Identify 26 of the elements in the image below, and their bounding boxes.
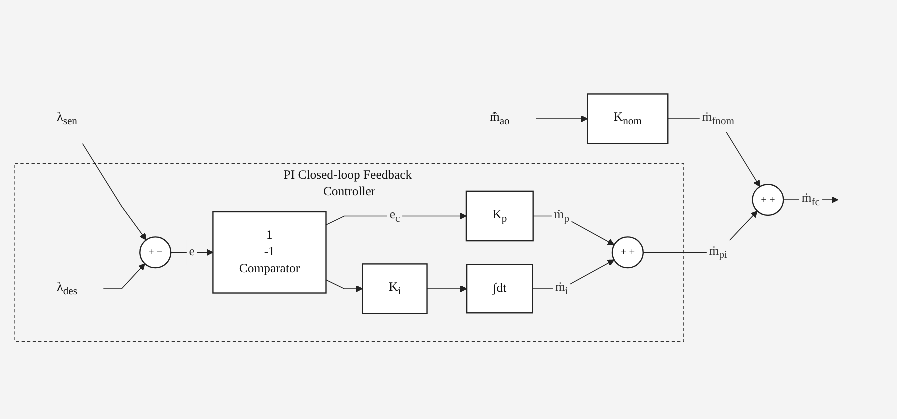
node-text: λ$_{sen}$ (57, 110, 78, 126)
edge-label: e$_{c}$ (390, 208, 400, 224)
node-box: K$_{i}$ (362, 263, 428, 314)
arrow (532, 259, 615, 289)
node-text: m̂̇$_{ao}$ (490, 110, 510, 126)
edge-label: ṁ$_{fnom}$ (702, 110, 734, 126)
node-circle: + + (612, 236, 644, 268)
arrow (326, 212, 467, 226)
arrow (82, 142, 147, 240)
node-box: ∫dt (466, 264, 534, 314)
node-box: K$_{p}$ (466, 190, 534, 242)
edge-label: ṁ$_{p}$ (554, 208, 570, 224)
arrow (426, 285, 468, 292)
arrow (642, 210, 758, 253)
arrow (536, 115, 588, 122)
node-box: K$_{nom}$ (587, 93, 669, 144)
node-box: 1 -1 Comparator (212, 210, 327, 294)
arrow (326, 279, 364, 292)
edge-label: ṁ$_{i}$ (555, 280, 568, 296)
edge-label: ṁ$_{pi}$ (709, 244, 728, 260)
arrow (103, 263, 146, 289)
edge-label: ṁ$_{fc}$ (802, 191, 820, 208)
node-circle: + − (140, 236, 172, 268)
node-text: λ$_{des}$ (57, 280, 78, 296)
node-circle: + + (752, 184, 784, 216)
edge-label: e (189, 244, 195, 258)
